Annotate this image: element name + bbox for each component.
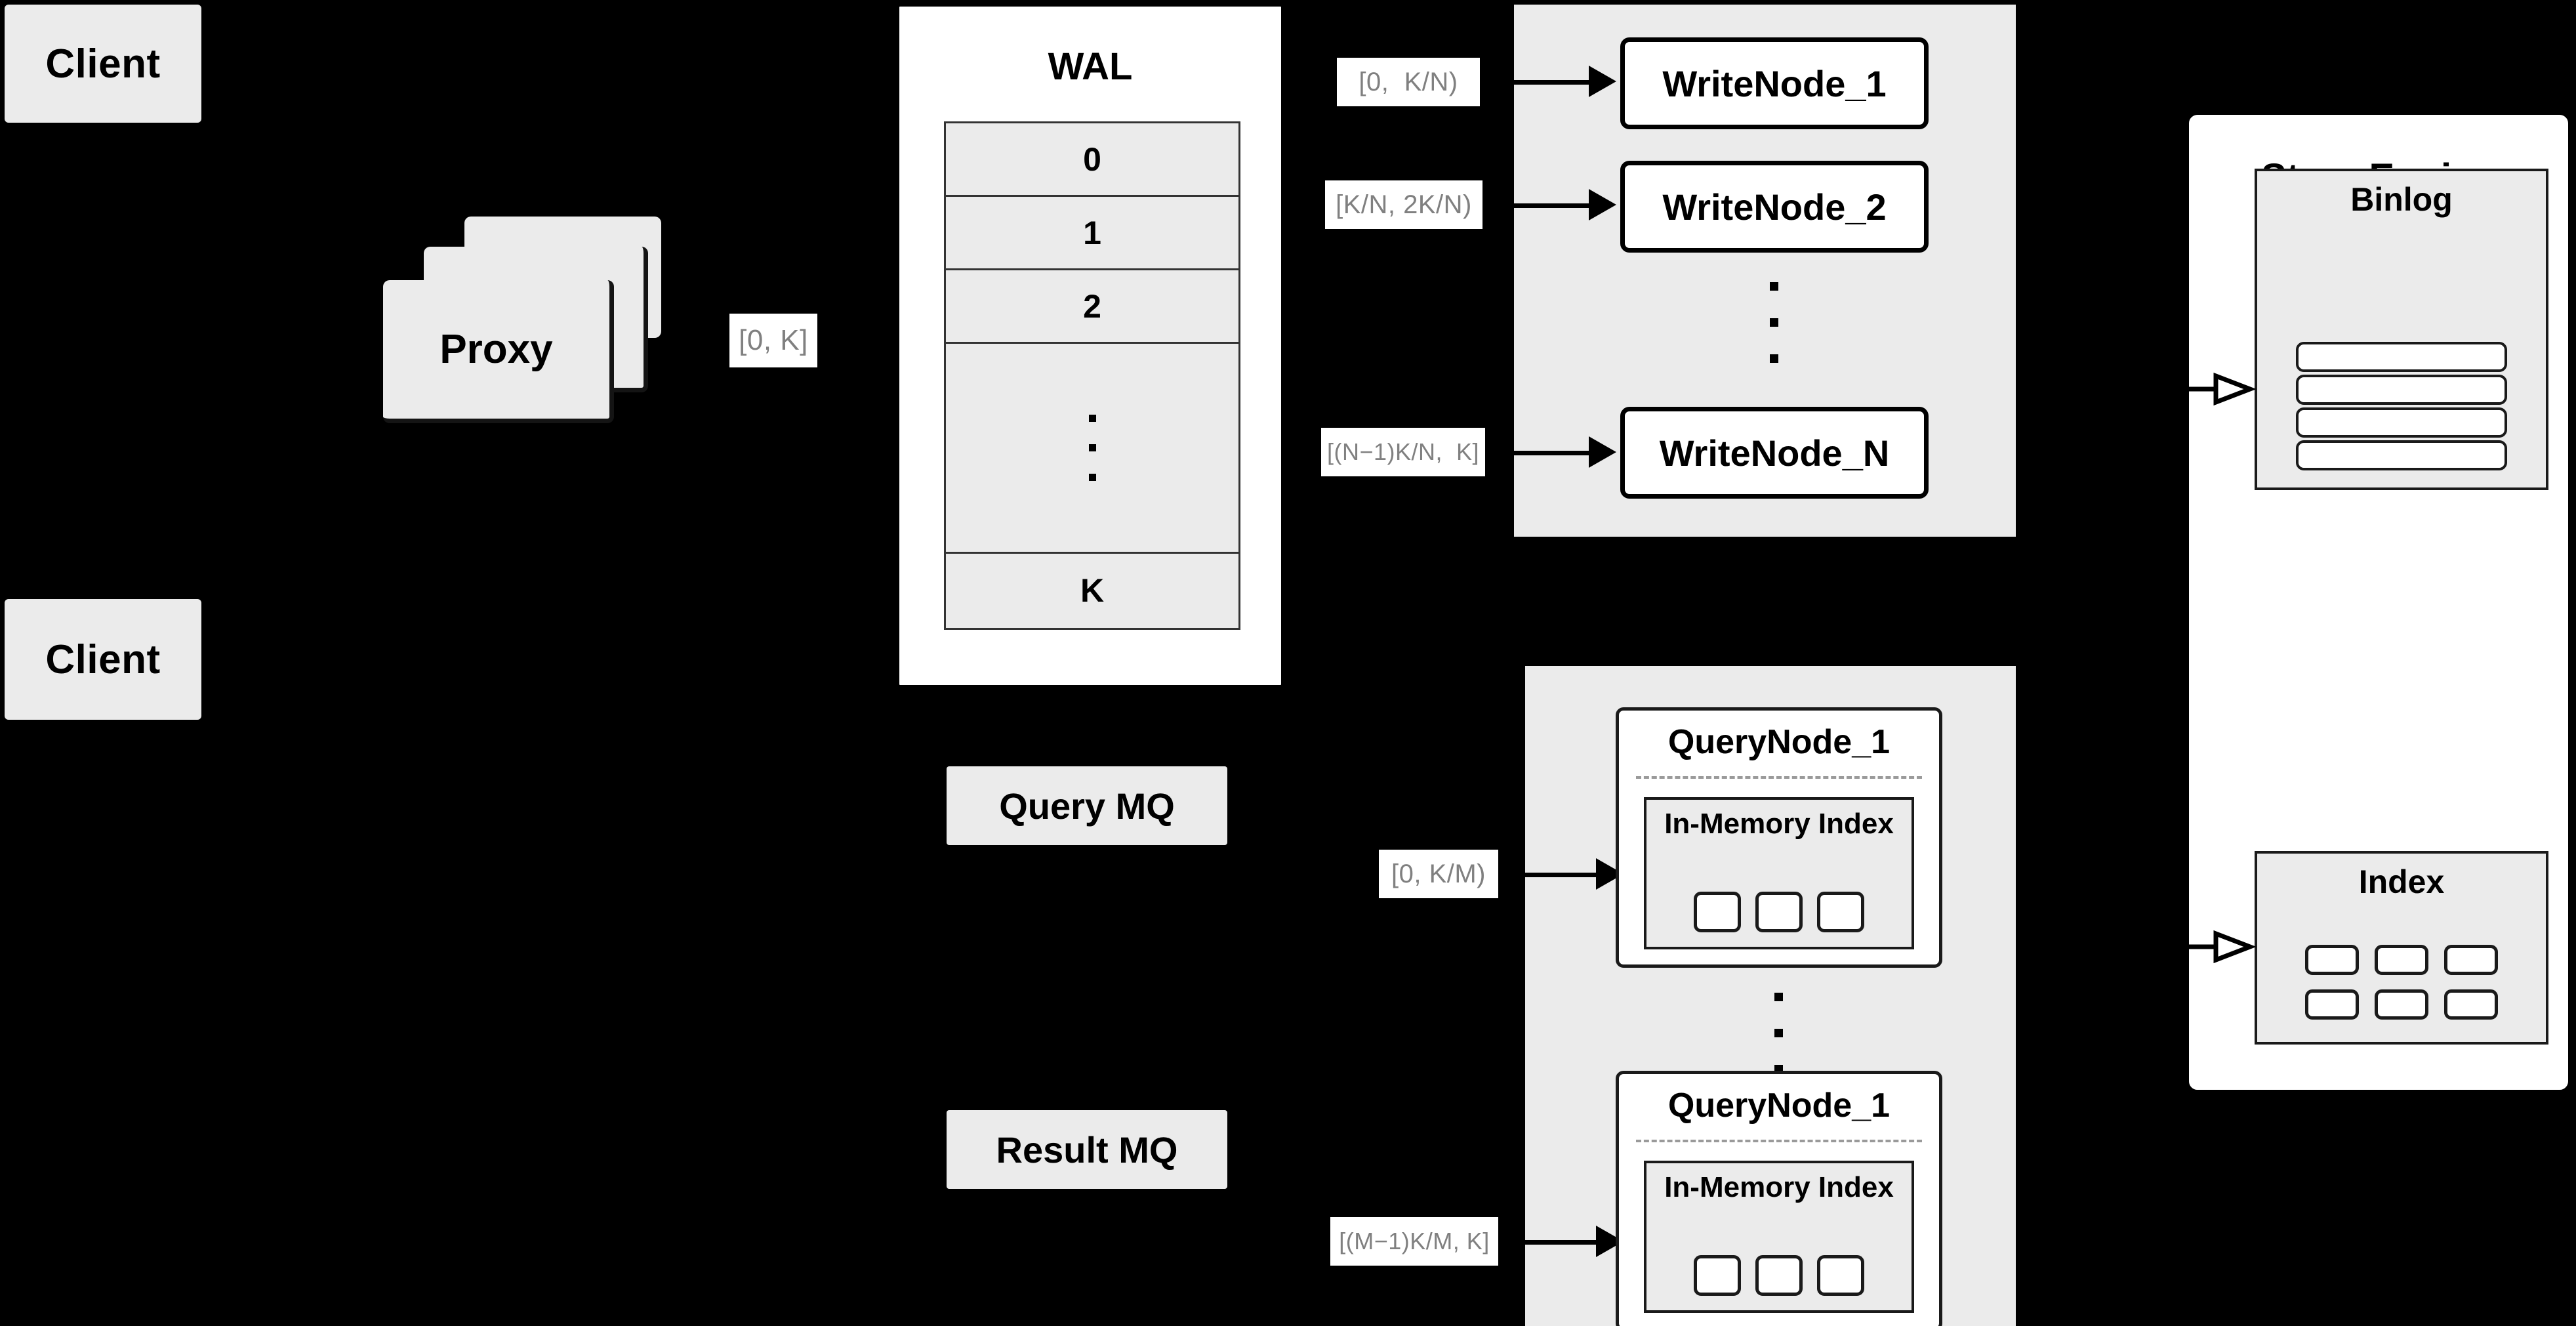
wal-cell[interactable]: 2 [946, 270, 1238, 344]
in-memory-index-title: In-Memory Index [1664, 808, 1894, 840]
query-node-1[interactable]: QueryNode_1 In-Memory Index [1616, 707, 1942, 968]
index-cell[interactable] [2444, 945, 2498, 975]
write-node-1-range-label: [0, K/N) [1337, 58, 1480, 106]
wal-cell[interactable]: K [946, 554, 1238, 627]
proxy-label: Proxy [440, 327, 553, 372]
arrow-to-query-node-m [1509, 1226, 1627, 1258]
query-node-ellipsis [1774, 993, 1783, 1073]
client-label: Client [45, 636, 161, 682]
result-mq-label: Result MQ [996, 1129, 1178, 1171]
ellipsis-dot [1770, 318, 1778, 327]
arrow-to-write-node-1 [1497, 66, 1622, 98]
index-chip[interactable] [1755, 1255, 1803, 1296]
client-box-2[interactable]: Client [5, 599, 201, 720]
binlog-row[interactable] [2296, 440, 2507, 470]
arrow-to-store-index [2186, 928, 2258, 965]
index-chip[interactable] [1694, 1255, 1741, 1296]
write-node-2[interactable]: WriteNode_2 [1620, 161, 1929, 253]
write-node-2-range-label: [K/N, 2K/N) [1325, 180, 1482, 229]
ellipsis-dot [1088, 415, 1096, 422]
index-chip[interactable] [1817, 1255, 1864, 1296]
open-arrow-icon [2186, 930, 2257, 964]
wal-cell[interactable]: 1 [946, 197, 1238, 270]
arrow-to-query-node-1 [1509, 858, 1627, 891]
wal-cell-ellipsis [946, 344, 1238, 554]
index-chip[interactable] [1755, 892, 1803, 932]
range-text: [(M−1)K/M, K] [1339, 1228, 1490, 1254]
ellipsis-dot [1774, 1029, 1783, 1037]
store-index-row [2305, 945, 2498, 975]
write-node-label: WriteNode_2 [1662, 186, 1887, 228]
query-node-1-range-label: [0, K/M) [1379, 850, 1498, 898]
index-cell[interactable] [2305, 945, 2359, 975]
store-index-grid [2257, 945, 2546, 1020]
binlog-row[interactable] [2296, 375, 2507, 405]
range-text: [0, K] [739, 324, 808, 356]
wal-table: 0 1 2 K [944, 121, 1240, 630]
binlog-panel: Binlog [2255, 169, 2548, 490]
query-node-separator [1636, 776, 1922, 779]
in-memory-index-panel: In-Memory Index [1644, 797, 1914, 949]
wal-cell[interactable]: 0 [946, 123, 1238, 197]
query-mq-label: Query MQ [999, 785, 1175, 827]
write-node-label: WriteNode_1 [1662, 62, 1887, 104]
binlog-row[interactable] [2296, 342, 2507, 372]
arrow-to-binlog [2186, 371, 2258, 407]
in-memory-index-panel: In-Memory Index [1644, 1161, 1914, 1313]
ellipsis-dot [1088, 474, 1096, 481]
client-box-1[interactable]: Client [5, 5, 201, 123]
wal-panel: WAL 0 1 2 K [897, 5, 1283, 687]
write-node-label: WriteNode_N [1659, 432, 1890, 474]
proxy-card-front[interactable]: Proxy [383, 280, 614, 423]
index-cell[interactable] [2305, 989, 2359, 1020]
query-node-title: QueryNode_1 [1667, 1087, 1891, 1125]
index-cell[interactable] [2375, 989, 2428, 1020]
store-engine-panel: Store Engine Binlog Index [2186, 112, 2571, 1093]
ellipsis-dot [1770, 282, 1778, 291]
index-cell[interactable] [2375, 945, 2428, 975]
binlog-rows [2257, 342, 2546, 470]
range-text: [(N−1)K/N, K] [1326, 438, 1480, 465]
query-node-separator [1636, 1140, 1922, 1142]
index-chip[interactable] [1817, 892, 1864, 932]
query-mq-box[interactable]: Query MQ [947, 766, 1227, 845]
query-node-m[interactable]: QueryNode_1 In-Memory Index [1616, 1071, 1942, 1326]
index-cell[interactable] [2444, 989, 2498, 1020]
wal-title: WAL [1048, 45, 1133, 88]
range-text: [0, K/N) [1359, 67, 1458, 96]
index-chip[interactable] [1694, 892, 1741, 932]
ellipsis-dot [1774, 993, 1783, 1001]
range-text: [K/N, 2K/N) [1336, 190, 1472, 219]
write-node-n-range-label: [(N−1)K/N, K] [1321, 428, 1485, 476]
store-index-panel: Index [2255, 851, 2548, 1045]
query-node-m-range-label: [(M−1)K/M, K] [1330, 1217, 1498, 1266]
write-node-n[interactable]: WriteNode_N [1620, 407, 1929, 499]
open-arrow-icon [2186, 372, 2257, 406]
query-node-title: QueryNode_1 [1667, 723, 1891, 761]
in-memory-index-chips [1646, 892, 1912, 932]
write-node-ellipsis [1770, 282, 1778, 363]
proxy-range-label: [0, K] [729, 314, 817, 367]
ellipsis-dot [1770, 354, 1778, 363]
proxy-stack[interactable]: Proxy [380, 217, 669, 426]
in-memory-index-title: In-Memory Index [1664, 1171, 1894, 1203]
in-memory-index-chips [1646, 1255, 1912, 1296]
client-label: Client [45, 41, 161, 87]
store-index-row [2305, 989, 2498, 1020]
ellipsis-dot [1088, 444, 1096, 451]
write-node-1[interactable]: WriteNode_1 [1620, 37, 1929, 129]
result-mq-box[interactable]: Result MQ [947, 1110, 1227, 1189]
binlog-title: Binlog [2350, 181, 2453, 218]
store-index-title: Index [2358, 863, 2445, 900]
binlog-row[interactable] [2296, 407, 2507, 438]
arrow-to-write-node-n [1497, 436, 1622, 469]
arrow-to-write-node-2 [1497, 189, 1622, 222]
range-text: [0, K/M) [1391, 859, 1486, 888]
